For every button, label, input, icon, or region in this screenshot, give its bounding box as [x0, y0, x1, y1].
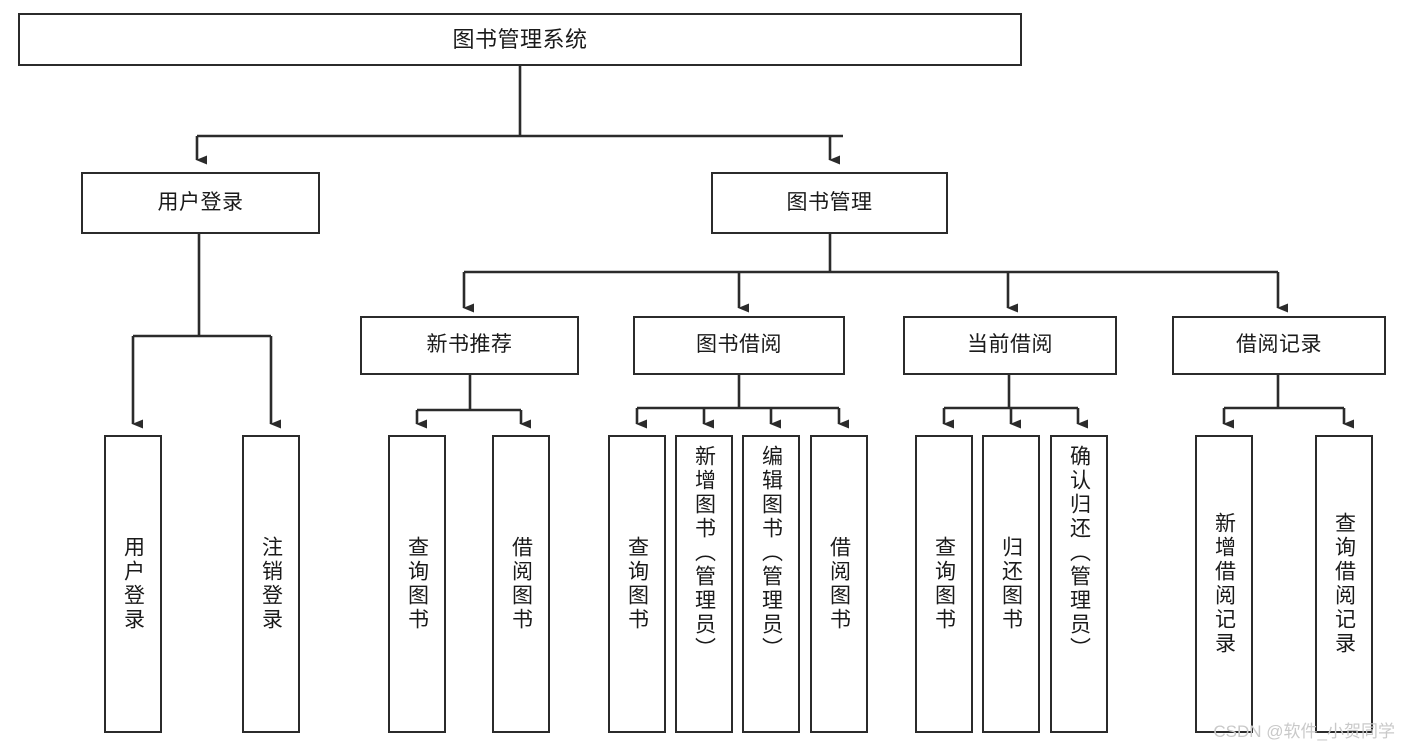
node-label: 注销登录 — [259, 536, 283, 632]
leaf-borrow-add-book-admin[interactable]: 新增图书（管理员） — [675, 435, 733, 733]
node-label: 图书借阅 — [696, 333, 782, 357]
node-label: 归还图书 — [999, 536, 1023, 632]
node-label: 查询图书 — [405, 536, 429, 632]
node-label: 用户登录 — [121, 536, 145, 632]
node-label: 图书管理 — [786, 190, 873, 214]
node-book-borrow[interactable]: 图书借阅 — [633, 316, 845, 375]
node-root-system[interactable]: 图书管理系统 — [18, 13, 1022, 66]
node-current-borrow[interactable]: 当前借阅 — [903, 316, 1117, 375]
leaf-borrow-edit-book-admin[interactable]: 编辑图书（管理员） — [742, 435, 800, 733]
leaf-new-book-borrow[interactable]: 借阅图书 — [492, 435, 550, 733]
leaf-user-login-signout[interactable]: 注销登录 — [242, 435, 300, 733]
node-label: 用户登录 — [157, 190, 244, 214]
leaf-borrow-borrow-book[interactable]: 借阅图书 — [810, 435, 868, 733]
node-new-book-recommend[interactable]: 新书推荐 — [360, 316, 579, 375]
csdn-watermark: CSDN @软件_小贺同学 — [1213, 722, 1395, 741]
node-label: 新书推荐 — [426, 333, 513, 357]
leaf-current-confirm-return-admin[interactable]: 确认归还（管理员） — [1050, 435, 1108, 733]
leaf-new-book-query[interactable]: 查询图书 — [388, 435, 446, 733]
node-book-management[interactable]: 图书管理 — [711, 172, 948, 234]
leaf-record-query-record[interactable]: 查询借阅记录 — [1315, 435, 1373, 733]
node-borrow-record[interactable]: 借阅记录 — [1172, 316, 1386, 375]
leaf-record-add-record[interactable]: 新增借阅记录 — [1195, 435, 1253, 733]
node-label: 确认归还（管理员） — [1067, 445, 1091, 661]
leaf-current-query-book[interactable]: 查询图书 — [915, 435, 973, 733]
leaf-current-return-book[interactable]: 归还图书 — [982, 435, 1040, 733]
node-label: 借阅图书 — [509, 536, 533, 632]
node-label: 查询图书 — [932, 536, 956, 632]
leaf-borrow-query-book[interactable]: 查询图书 — [608, 435, 666, 733]
node-label: 图书管理系统 — [452, 26, 588, 52]
node-label: 新增借阅记录 — [1212, 512, 1236, 656]
node-label: 编辑图书（管理员） — [759, 445, 783, 661]
node-label: 当前借阅 — [967, 333, 1053, 357]
leaf-user-login-signin[interactable]: 用户登录 — [104, 435, 162, 733]
node-label: 借阅记录 — [1236, 333, 1322, 357]
node-label: 借阅图书 — [827, 536, 851, 632]
node-user-login[interactable]: 用户登录 — [81, 172, 320, 234]
node-label: 查询借阅记录 — [1332, 512, 1356, 656]
node-label: 查询图书 — [625, 536, 649, 632]
node-label: 新增图书（管理员） — [692, 445, 716, 661]
